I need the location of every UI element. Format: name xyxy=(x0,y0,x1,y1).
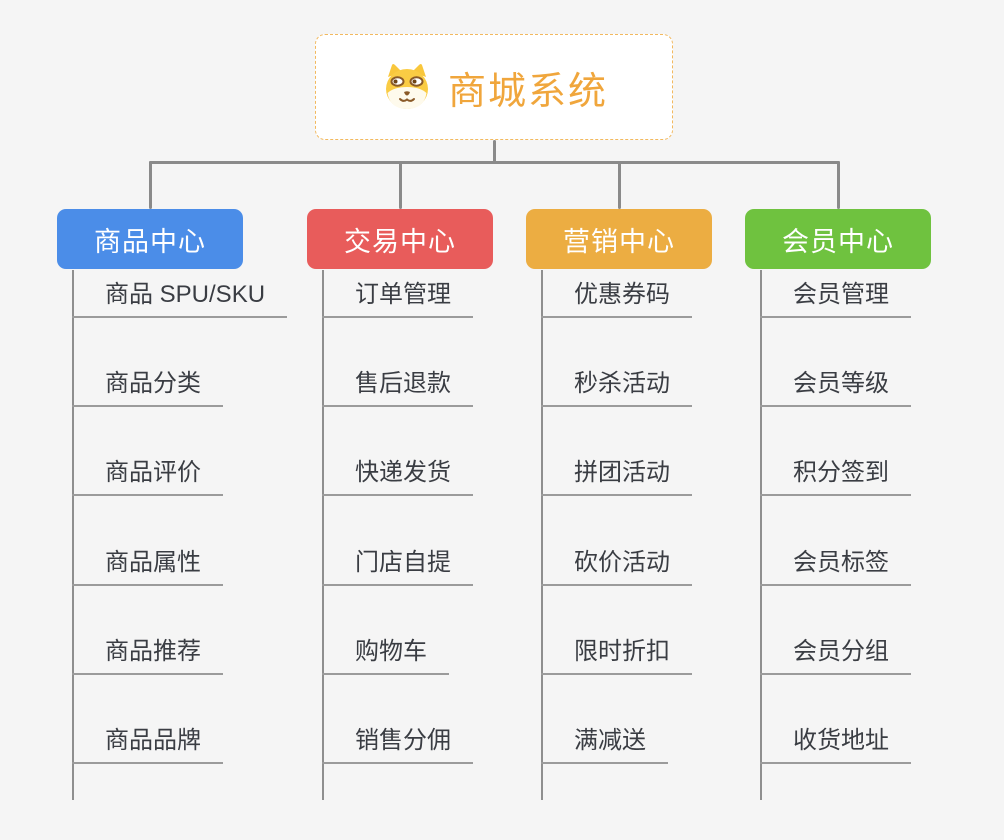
connector-branch-drop xyxy=(398,161,402,209)
branch-header-3[interactable]: 营销中心 xyxy=(526,209,712,269)
connector-children-vline xyxy=(760,270,762,800)
branch-column-2: 订单管理售后退款快递发货门店自提购物车销售分佣 xyxy=(322,270,572,802)
connector-branch-drop xyxy=(617,161,621,209)
child-topic[interactable]: 会员标签 xyxy=(760,548,911,586)
branch-column-3: 优惠券码秒杀活动拼团活动砍价活动限时折扣满减送 xyxy=(541,270,791,802)
child-topic[interactable]: 会员分组 xyxy=(760,637,911,675)
connector-branch-drop xyxy=(148,161,152,209)
child-topic[interactable]: 商品属性 xyxy=(72,548,223,586)
connector-children-vline xyxy=(322,270,324,800)
child-topic[interactable]: 砍价活动 xyxy=(541,548,692,586)
child-topic[interactable]: 限时折扣 xyxy=(541,637,692,675)
connector-children-vline xyxy=(72,270,74,800)
child-topic[interactable]: 会员等级 xyxy=(760,369,911,407)
child-topic[interactable]: 优惠券码 xyxy=(541,280,692,318)
child-topic[interactable]: 商品 SPU/SKU xyxy=(72,280,288,318)
child-topic[interactable]: 购物车 xyxy=(322,637,449,675)
connector-horizontal-rail xyxy=(149,161,840,164)
child-topic[interactable]: 商品品牌 xyxy=(72,726,223,764)
connector-root-stub xyxy=(493,140,496,164)
child-topic[interactable]: 商品推荐 xyxy=(72,637,223,675)
connector-children-vline xyxy=(541,270,543,800)
child-topic[interactable]: 秒杀活动 xyxy=(541,369,692,407)
child-topic[interactable]: 满减送 xyxy=(541,726,668,764)
branch-column-4: 会员管理会员等级积分签到会员标签会员分组收货地址 xyxy=(760,270,1004,802)
child-topic[interactable]: 商品评价 xyxy=(72,458,223,496)
root-topic-title: 商城系统 xyxy=(447,70,608,113)
child-topic[interactable]: 售后退款 xyxy=(322,369,473,407)
child-topic[interactable]: 销售分佣 xyxy=(322,726,473,764)
child-topic[interactable]: 会员管理 xyxy=(760,280,911,318)
child-topic[interactable]: 订单管理 xyxy=(322,280,473,318)
root-topic-node[interactable]: 商城系统 xyxy=(315,34,673,140)
child-topic[interactable]: 门店自提 xyxy=(322,548,473,586)
branch-header-1[interactable]: 商品中心 xyxy=(57,209,243,269)
child-topic[interactable]: 商品分类 xyxy=(72,369,223,407)
branch-header-4[interactable]: 会员中心 xyxy=(745,209,931,269)
child-topic[interactable]: 积分签到 xyxy=(760,458,911,496)
child-topic[interactable]: 收货地址 xyxy=(760,726,911,764)
connector-branch-drop xyxy=(836,161,840,209)
dog-face-icon xyxy=(380,63,434,111)
branch-column-1: 商品 SPU/SKU 商品分类商品评价商品属性商品推荐商品品牌 xyxy=(72,270,322,802)
child-topic[interactable]: 快递发货 xyxy=(322,458,473,496)
branch-header-2[interactable]: 交易中心 xyxy=(307,209,493,269)
child-topic[interactable]: 拼团活动 xyxy=(541,458,692,496)
